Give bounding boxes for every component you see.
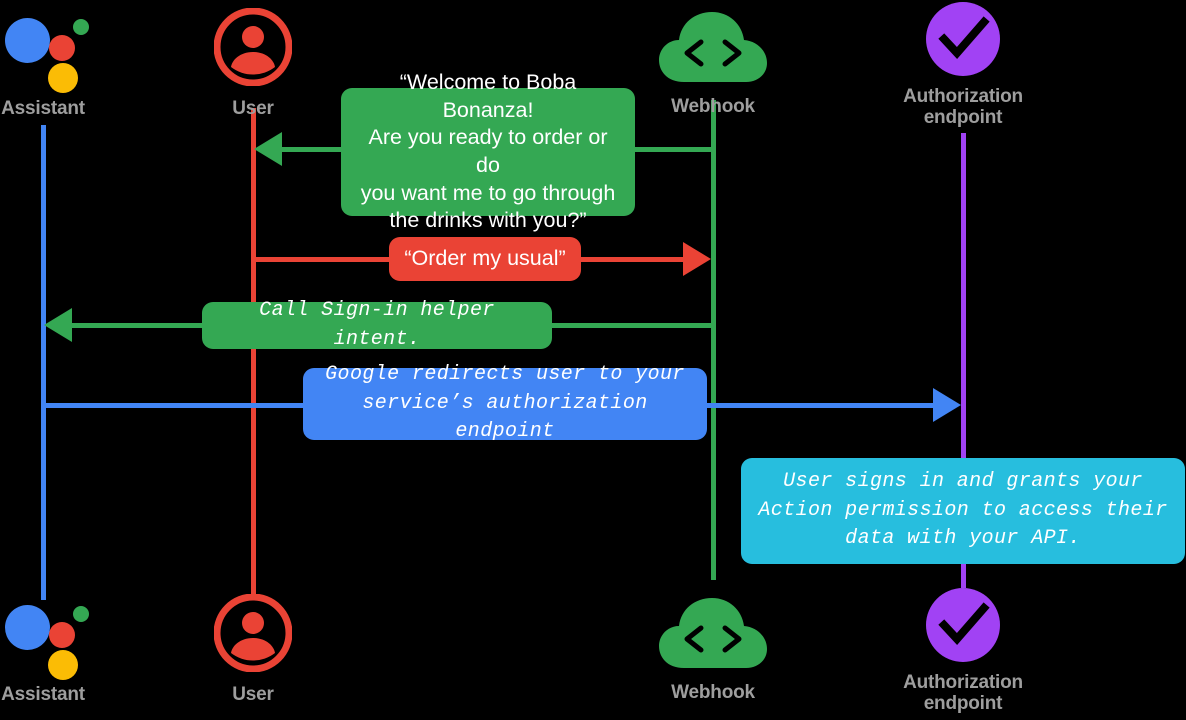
actor-label-assistant-bottom: Assistant xyxy=(1,684,85,705)
message-bubble-google-redirects-user: Google redirects user to your service’s … xyxy=(303,363,707,443)
assistant-dot-green xyxy=(73,19,89,35)
lifeline-assistant xyxy=(41,125,46,600)
google-assistant-icon-bottom xyxy=(3,595,89,681)
purple-check-circle-icon-bottom xyxy=(924,586,1002,664)
actor-label-user-bottom: User xyxy=(232,684,274,705)
actor-label-user-top: User xyxy=(232,98,274,119)
assistant-dot-yellow xyxy=(48,63,78,93)
message-bubble-call-sign-in-helper-intent: Call Sign-in helper intent. xyxy=(202,299,552,351)
cloud-code-icon-bottom xyxy=(657,594,769,676)
actor-label-auth-top: Authorization endpoint xyxy=(903,86,1023,129)
message-bubble-welcome: “Welcome to Boba Bonanza! Are you ready … xyxy=(341,70,635,232)
user-avatar-icon-bottom xyxy=(213,593,293,673)
arrow-head-call-sign-in-helper-intent xyxy=(44,308,72,342)
assistant-dot-blue xyxy=(5,18,50,63)
lifeline-auth xyxy=(961,133,966,588)
actor-label-auth-bottom: Authorization endpoint xyxy=(903,672,1023,715)
arrow-head-welcome xyxy=(254,132,282,166)
arrow-head-google-redirects-user xyxy=(933,388,961,422)
lifeline-webhook xyxy=(711,100,716,580)
message-bubble-user-signs-in: User signs in and grants your Action per… xyxy=(741,458,1185,564)
assistant-dot-blue-bottom xyxy=(5,605,50,650)
user-avatar-icon xyxy=(213,7,293,87)
actor-label-webhook-top: Webhook xyxy=(671,96,755,117)
google-assistant-icon xyxy=(3,8,89,94)
purple-check-circle-icon xyxy=(924,0,1002,78)
assistant-dot-red xyxy=(49,35,75,61)
assistant-dot-yellow-bottom xyxy=(48,650,78,680)
assistant-dot-red-bottom xyxy=(49,622,75,648)
actor-label-webhook-bottom: Webhook xyxy=(671,682,755,703)
assistant-dot-green-bottom xyxy=(73,606,89,622)
message-bubble-order-my-usual: “Order my usual” xyxy=(389,237,581,281)
arrow-head-order-my-usual xyxy=(683,242,711,276)
actor-label-assistant-top: Assistant xyxy=(1,98,85,119)
cloud-code-icon xyxy=(657,8,769,90)
lifeline-user xyxy=(251,108,256,600)
